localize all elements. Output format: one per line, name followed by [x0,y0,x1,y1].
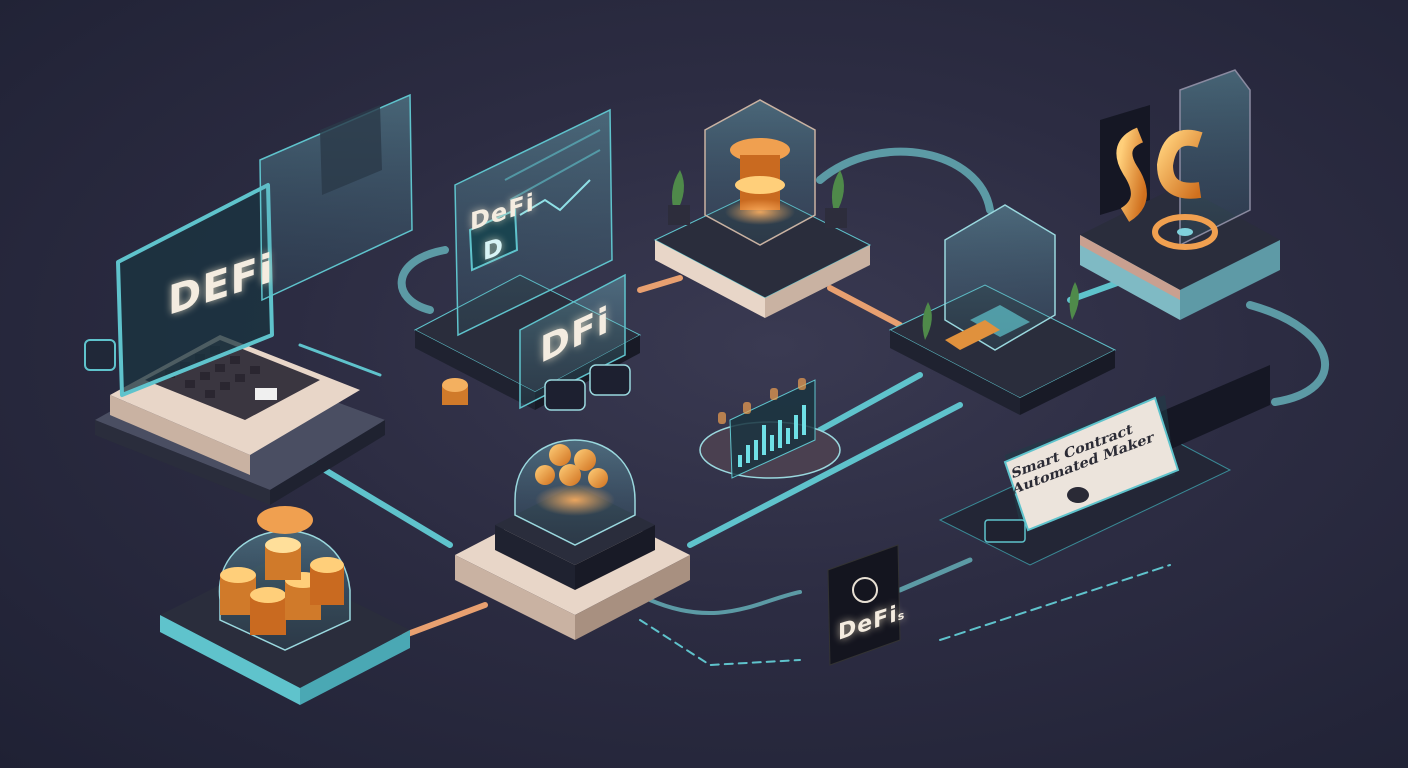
reactor-node [653,99,872,318]
chip-station-node [888,204,1117,415]
dashboard-node [413,108,642,411]
smart-contract-node [938,365,1270,566]
coin-jar-node [160,506,410,705]
defi-tag-node [827,544,901,666]
currency-vault-node [1080,69,1280,320]
chart-panel-node [699,378,841,479]
coin-dome-node [455,439,690,640]
laptop-node [84,93,413,505]
defi-tag-suffix: s [897,608,906,624]
flow-arrows [297,147,1330,667]
